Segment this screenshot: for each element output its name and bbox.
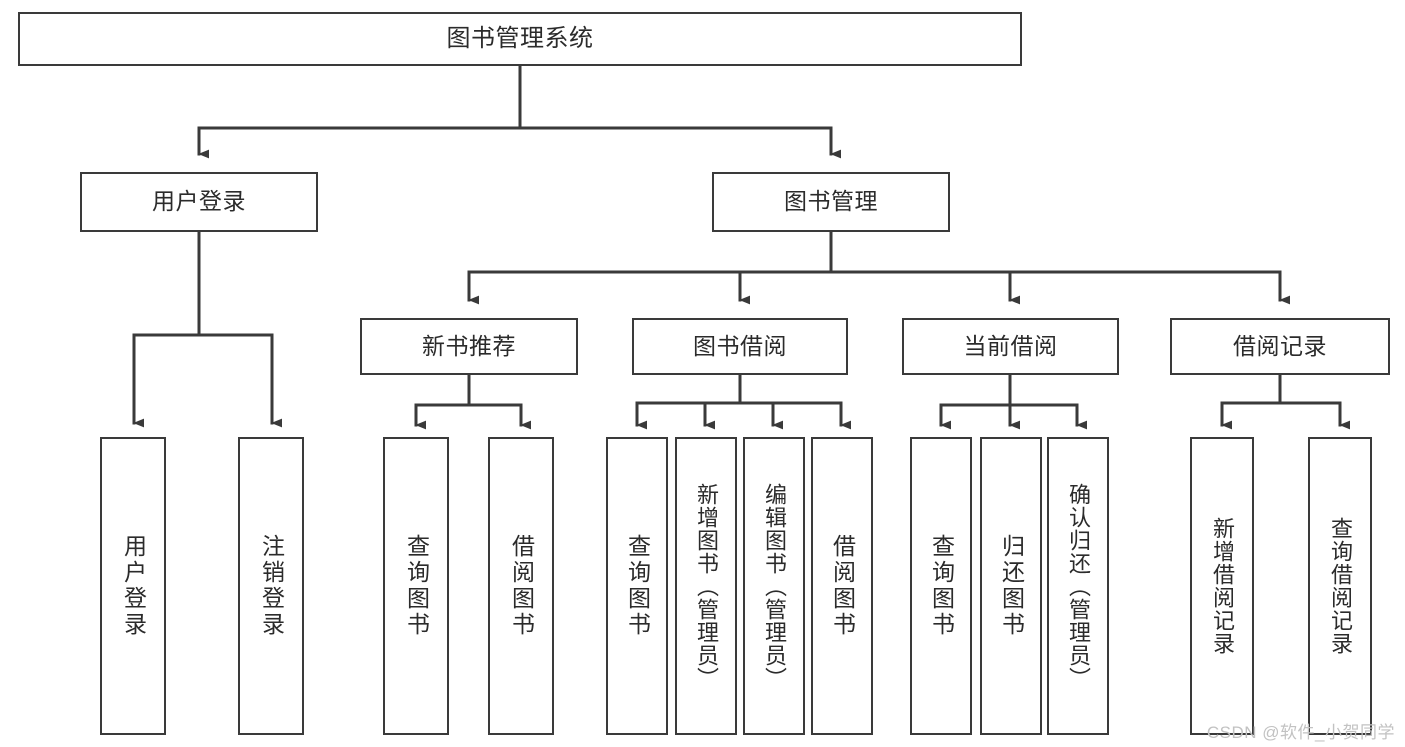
node-label: 编辑图书（管理员） — [762, 482, 787, 690]
node-book-manage[interactable]: 图书管理 — [712, 172, 950, 232]
node-leaf-user-login[interactable]: 用户登录 — [100, 437, 166, 735]
node-borrow-record[interactable]: 借阅记录 — [1170, 318, 1390, 375]
node-leaf-logout-login[interactable]: 注销登录 — [238, 437, 304, 735]
node-label: 借阅图书 — [829, 534, 856, 638]
node-leaf-query-book-1[interactable]: 查询图书 — [383, 437, 449, 735]
node-new-book-recommend[interactable]: 新书推荐 — [360, 318, 578, 375]
node-label: 归还图书 — [998, 534, 1025, 638]
node-label: 图书管理系统 — [446, 24, 594, 52]
node-label: 新书推荐 — [422, 332, 516, 359]
node-leaf-borrow-book-1[interactable]: 借阅图书 — [488, 437, 554, 735]
node-leaf-borrow-book-2[interactable]: 借阅图书 — [811, 437, 873, 735]
node-label: 查询图书 — [928, 534, 955, 638]
node-root-book-management-system[interactable]: 图书管理系统 — [18, 12, 1022, 66]
node-leaf-query-book-3[interactable]: 查询图书 — [910, 437, 972, 735]
node-label: 新增图书（管理员） — [694, 482, 719, 690]
node-label: 查询借阅记录 — [1328, 517, 1353, 655]
node-label: 新增借阅记录 — [1210, 517, 1235, 655]
node-label: 查询图书 — [624, 534, 651, 638]
node-label: 查询图书 — [403, 534, 430, 638]
node-leaf-return-book[interactable]: 归还图书 — [980, 437, 1042, 735]
node-leaf-query-book-2[interactable]: 查询图书 — [606, 437, 668, 735]
node-current-borrow[interactable]: 当前借阅 — [902, 318, 1119, 375]
node-label: 确认归还（管理员） — [1066, 482, 1091, 690]
node-leaf-add-record[interactable]: 新增借阅记录 — [1190, 437, 1254, 735]
node-leaf-add-book[interactable]: 新增图书（管理员） — [675, 437, 737, 735]
node-label: 借阅图书 — [508, 534, 535, 638]
node-label: 用户登录 — [120, 534, 147, 638]
node-book-borrow[interactable]: 图书借阅 — [632, 318, 848, 375]
node-label: 当前借阅 — [963, 332, 1058, 359]
node-leaf-confirm-return[interactable]: 确认归还（管理员） — [1047, 437, 1109, 735]
node-label: 图书借阅 — [693, 332, 787, 359]
node-label: 用户登录 — [152, 188, 246, 215]
node-user-login[interactable]: 用户登录 — [80, 172, 318, 232]
node-label: 图书管理 — [784, 188, 878, 215]
node-label: 注销登录 — [258, 534, 285, 638]
node-leaf-query-record[interactable]: 查询借阅记录 — [1308, 437, 1372, 735]
node-leaf-edit-book[interactable]: 编辑图书（管理员） — [743, 437, 805, 735]
node-label: 借阅记录 — [1233, 332, 1327, 359]
